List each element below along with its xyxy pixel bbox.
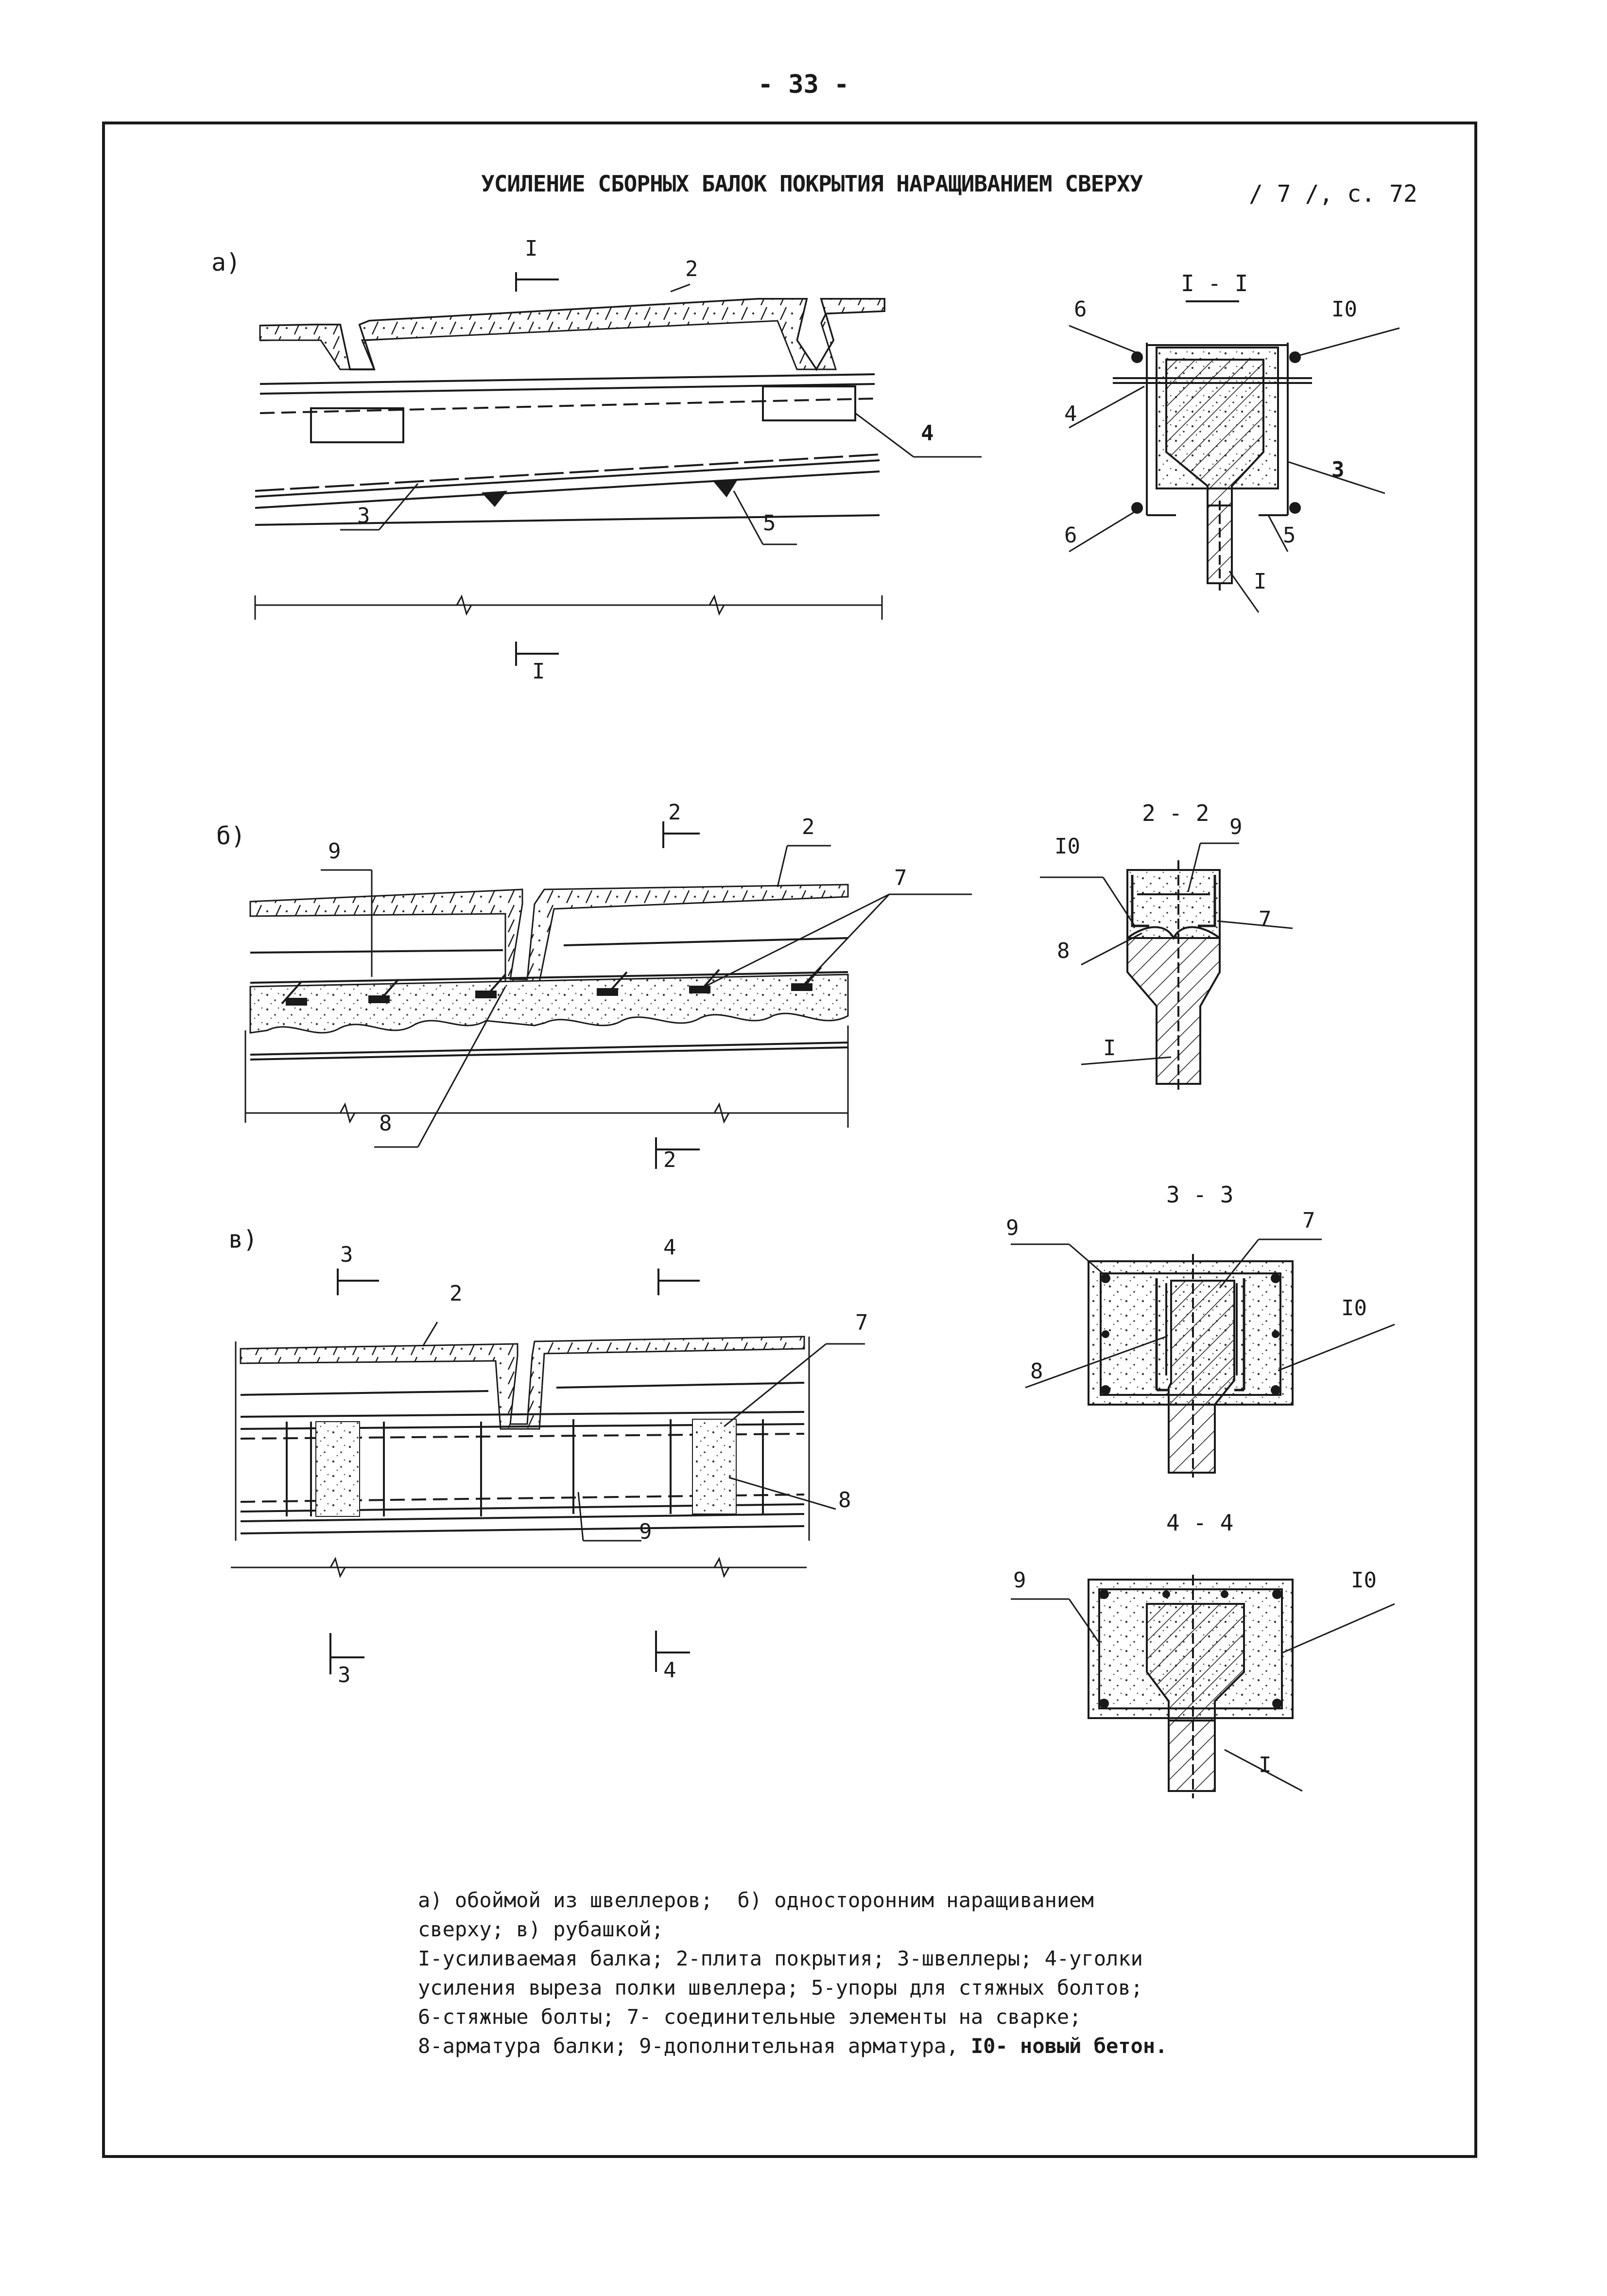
callout-I-I-6-bottom: 6 <box>1064 523 1077 548</box>
callout-v-8: 8 <box>838 1488 851 1513</box>
callout-3-3-8: 8 <box>1030 1359 1043 1384</box>
figure-b-elevation <box>244 821 972 1169</box>
callout-v-7: 7 <box>855 1310 868 1335</box>
caption-new-concrete: I0- новый бетон. <box>970 2034 1168 2058</box>
callout-I-I-4: 4 <box>1064 401 1077 426</box>
callout-a-5: 5 <box>763 511 776 536</box>
section-4-4-title: 4 - 4 <box>1166 1510 1234 1536</box>
section-mark-I-bottom: I <box>532 659 545 684</box>
caption-line-3: I-усиливаемая балка; 2-плита покрытия; 3… <box>418 1947 1143 1970</box>
section-mark-2-top: 2 <box>668 800 681 825</box>
caption-line-6-main: 8-арматура балки; 9-дополнительная армат… <box>418 2034 971 2058</box>
figure-b-letter: б) <box>216 822 246 850</box>
section-mark-4-bottom: 4 <box>663 1658 676 1683</box>
callout-3-3-10: I0 <box>1341 1296 1367 1321</box>
callout-2-2-10: I0 <box>1054 834 1080 859</box>
callout-I-I-6-top: 6 <box>1074 297 1087 322</box>
page-frame <box>102 122 1477 2158</box>
figure-a-letter: а) <box>211 248 241 277</box>
section-mark-2-bottom: 2 <box>663 1148 676 1172</box>
caption-line-6: 8-арматура балки; 9-дополнительная армат… <box>418 2032 1390 2061</box>
callout-v-2: 2 <box>449 1281 463 1306</box>
callout-4-4-9: 9 <box>1013 1568 1026 1593</box>
callout-4-4-1: I <box>1259 1753 1272 1777</box>
caption-line-2: сверху; в) рубашкой; <box>418 1917 664 1941</box>
callout-I-I-3: 3 <box>1331 457 1345 482</box>
callout-I-I-5: 5 <box>1283 523 1296 548</box>
figure-v-section-3-3 <box>1011 1238 1395 1478</box>
document-title: УСИЛЕНИЕ СБОРНЫХ БАЛОК ПОКРЫТИЯ НАРАЩИВА… <box>481 171 1143 197</box>
callout-3-3-9: 9 <box>1006 1216 1019 1240</box>
figure-a-section-I-I <box>1069 300 1400 613</box>
callout-v-9: 9 <box>639 1519 652 1544</box>
figure-v-letter: в) <box>228 1225 258 1253</box>
callout-I-I-1: I <box>1254 569 1267 594</box>
caption-line-5: 6-стяжные болты; 7- соединительные элеме… <box>418 2005 1082 2029</box>
figure-a-elevation <box>254 272 982 666</box>
callout-b-9: 9 <box>328 839 341 864</box>
section-mark-3-top: 3 <box>340 1242 353 1267</box>
callout-2-2-7: 7 <box>1259 907 1272 932</box>
callout-2-2-8: 8 <box>1057 939 1070 963</box>
callout-b-7: 7 <box>894 866 907 890</box>
caption-line-1: а) обоймой из швеллеров; б) односторонни… <box>418 1888 1094 1912</box>
callout-I-I-10: I0 <box>1331 297 1357 322</box>
callout-a-3: 3 <box>357 504 370 528</box>
source-reference: / 7 /, с. 72 <box>1249 180 1417 208</box>
section-mark-3-bottom: 3 <box>338 1663 351 1687</box>
figure-caption: а) обоймой из швеллеров; б) односторонни… <box>418 1886 1390 2061</box>
callout-2-2-9: 9 <box>1229 815 1243 839</box>
callout-a-4: 4 <box>921 421 934 446</box>
caption-line-4: усиления выреза полки швеллера; 5-упоры … <box>418 1976 1143 2000</box>
figure-v-section-4-4 <box>1011 1575 1395 1798</box>
callout-4-4-10: I0 <box>1351 1568 1377 1593</box>
figure-b-section-2-2 <box>1040 842 1293 1091</box>
callout-2-2-1: I <box>1103 1036 1116 1061</box>
section-I-I-title: I - I <box>1181 270 1248 296</box>
section-2-2-title: 2 - 2 <box>1142 800 1210 826</box>
page-number: - 33 - <box>758 70 849 99</box>
callout-b-2: 2 <box>802 815 815 839</box>
callout-b-8: 8 <box>379 1111 392 1136</box>
figure-v-elevation <box>231 1269 865 1674</box>
section-mark-4-top: 4 <box>663 1235 676 1260</box>
section-3-3-title: 3 - 3 <box>1166 1182 1234 1208</box>
callout-3-3-7: 7 <box>1302 1208 1315 1233</box>
callout-a-2: 2 <box>685 257 698 281</box>
section-mark-I-top: I <box>525 236 538 261</box>
